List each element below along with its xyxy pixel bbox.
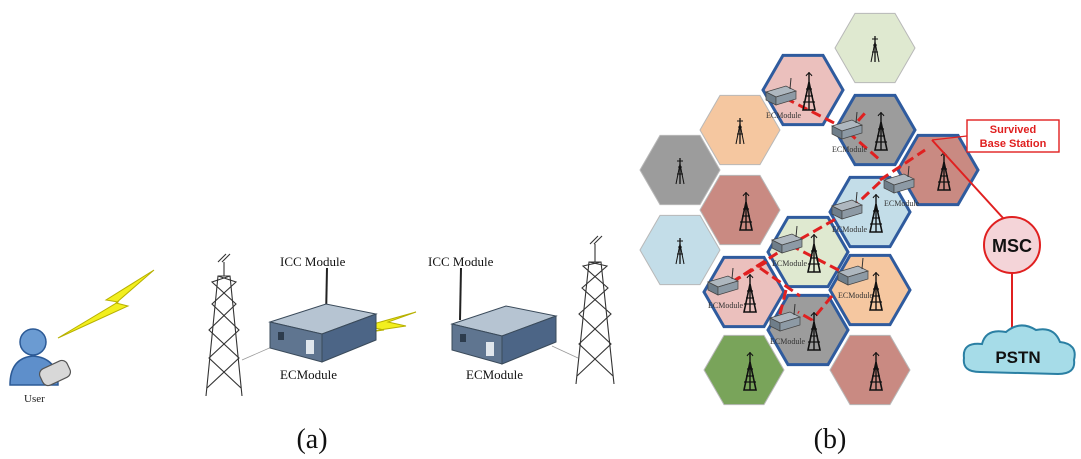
wire-line-2 <box>551 345 579 359</box>
hex-cell <box>828 253 912 327</box>
user-label: User <box>24 393 45 405</box>
ecmodule-label-small: ECModule <box>766 111 802 120</box>
callout-pointer <box>931 135 968 141</box>
tower-icon <box>205 253 243 397</box>
red-link <box>776 289 788 323</box>
red-link <box>789 243 851 278</box>
msc-label: MSC <box>992 236 1032 256</box>
hex-cell <box>761 53 845 127</box>
panel-a: User <box>9 235 615 405</box>
hex-cell <box>896 133 980 207</box>
ecmodule-label-small: ECModule <box>884 199 920 208</box>
ecmodule-device-2 <box>450 267 558 365</box>
hex-grid <box>639 12 980 406</box>
hex-cell <box>702 255 786 329</box>
red-link <box>847 130 881 162</box>
icc-module-label: ICC Module <box>280 254 346 269</box>
red-link <box>759 266 801 298</box>
ecmodule-label-small: ECModule <box>708 301 744 310</box>
panel-b: ECModuleECModuleECModuleECModuleECModule… <box>639 12 1076 406</box>
caption-a: (a) <box>296 424 327 455</box>
msc-link <box>931 139 1004 219</box>
tower-icon-2 <box>575 235 615 385</box>
survived-label-line2: Base Station <box>980 138 1047 150</box>
pstn-label: PSTN <box>995 348 1040 367</box>
user-icon <box>9 328 72 387</box>
red-link <box>797 310 813 322</box>
red-link <box>731 258 771 284</box>
ecmodule-label-2: ECModule <box>466 367 523 382</box>
ecmodule-device <box>268 267 378 363</box>
pstn-cloud <box>962 324 1076 376</box>
red-links <box>731 96 926 323</box>
ecmodules: ECModuleECModuleECModuleECModuleECModule… <box>707 77 920 346</box>
wire-line <box>241 345 275 361</box>
hex-cell <box>766 215 850 289</box>
hex-cell <box>699 174 781 246</box>
red-link <box>810 295 834 321</box>
msc-node <box>983 216 1041 274</box>
ecmodule-label-small: ECModule <box>832 225 868 234</box>
hex-cell <box>828 175 912 249</box>
ecmodule-label-small: ECModule <box>838 291 874 300</box>
ecmodule-label-small: ECModule <box>832 145 868 154</box>
red-link <box>784 96 849 132</box>
survived-label-line1: Survived <box>990 124 1036 136</box>
ecmodule-label-small: ECModule <box>772 259 808 268</box>
ecmodule-label: ECModule <box>280 367 337 382</box>
red-link <box>789 210 849 247</box>
lightning-bolt-icon <box>57 269 155 339</box>
hex-cell <box>703 334 785 406</box>
hex-cell <box>829 334 911 406</box>
ecmodule-label-small: ECModule <box>770 337 806 346</box>
icc-module-label-2: ICC Module <box>428 254 494 269</box>
red-link <box>879 148 926 182</box>
caption-b: (b) <box>814 424 847 455</box>
